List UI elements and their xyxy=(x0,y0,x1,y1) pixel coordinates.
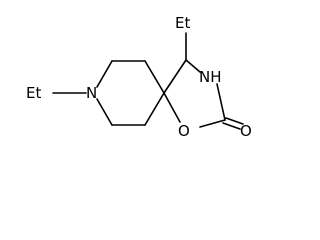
atom-label-c-ethyl: Et xyxy=(175,14,190,32)
atom-label-n-ethyl: Et xyxy=(26,84,41,102)
bond-carbonyl-double-b xyxy=(222,122,241,130)
bond-spiro-c4 xyxy=(163,59,187,94)
bond-upper-right-spiro xyxy=(144,60,165,94)
bond-o-spiro xyxy=(163,92,181,123)
bond-spiro-lower-right xyxy=(144,92,165,126)
atom-label-ring-o: O xyxy=(178,122,190,140)
structure-diagram: N Et Et NH O O xyxy=(26,14,252,140)
bond-n-upper-left xyxy=(96,60,113,88)
atom-label-nh: NH xyxy=(199,68,222,86)
bond-lower-left-n xyxy=(96,98,113,126)
bond-nh-carbonyl xyxy=(216,83,226,121)
bond-c4-nh xyxy=(185,59,201,73)
atom-label-carbonyl-o: O xyxy=(240,122,252,140)
bond-carbonyl-double-a xyxy=(225,117,244,125)
bond-carbonyl-o xyxy=(199,119,226,128)
atom-label-n: N xyxy=(86,84,97,102)
